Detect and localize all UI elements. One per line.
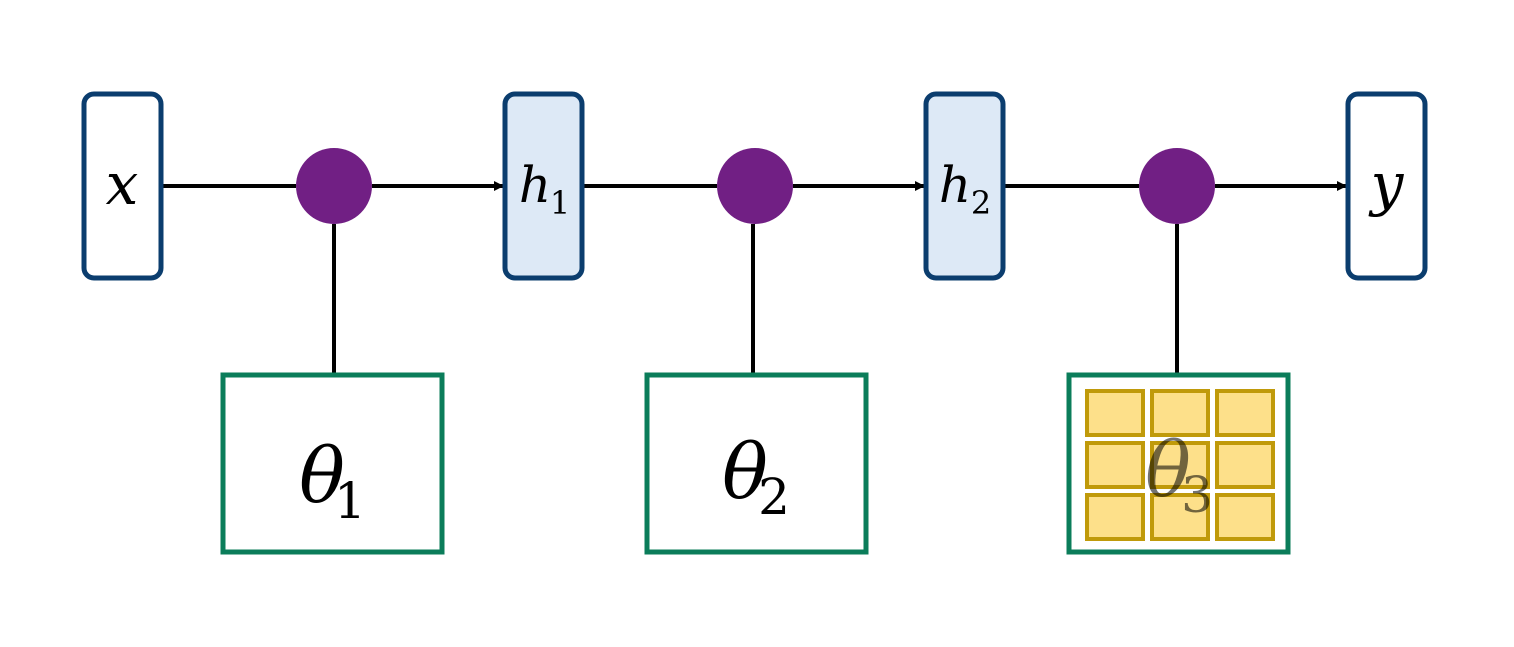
theta3-grid-cell — [1215, 441, 1275, 489]
param-theta2-subscript: 2 — [758, 468, 790, 526]
node-y: y — [1345, 91, 1428, 281]
param-theta1-subscript: 1 — [334, 472, 366, 530]
param-theta3: θ 3 — [1066, 372, 1291, 555]
theta3-grid-cell — [1085, 389, 1145, 437]
theta3-grid — [1085, 389, 1275, 541]
node-y-label: y — [1368, 150, 1405, 218]
op-node-2 — [717, 148, 793, 224]
op-node-3 — [1139, 148, 1215, 224]
node-h2-label: h — [939, 156, 971, 214]
theta3-grid-cell — [1085, 493, 1145, 541]
theta3-grid-cell — [1085, 441, 1145, 489]
theta3-grid-cell — [1215, 493, 1275, 541]
node-h2-subscript: 2 — [971, 184, 991, 222]
theta3-grid-cell — [1215, 389, 1275, 437]
param-theta3-subscript: 3 — [1181, 466, 1213, 524]
op-node-1 — [296, 148, 372, 224]
node-h1-subscript: 1 — [550, 184, 570, 222]
node-x-label: x — [106, 150, 139, 218]
param-theta1: θ 1 — [220, 372, 445, 555]
theta3-grid-cell — [1150, 441, 1210, 489]
theta3-grid-cell — [1150, 389, 1210, 437]
theta3-grid-cell — [1150, 493, 1210, 541]
param-theta1-label: θ — [299, 431, 345, 520]
node-h1: h 1 — [502, 91, 585, 281]
node-x: x — [81, 91, 164, 281]
param-theta2-label: θ — [722, 427, 768, 516]
node-h1-label: h — [519, 156, 551, 214]
node-h2: h 2 — [923, 91, 1006, 281]
param-theta3-label: θ — [1145, 425, 1191, 514]
param-theta2: θ 2 — [644, 372, 869, 555]
